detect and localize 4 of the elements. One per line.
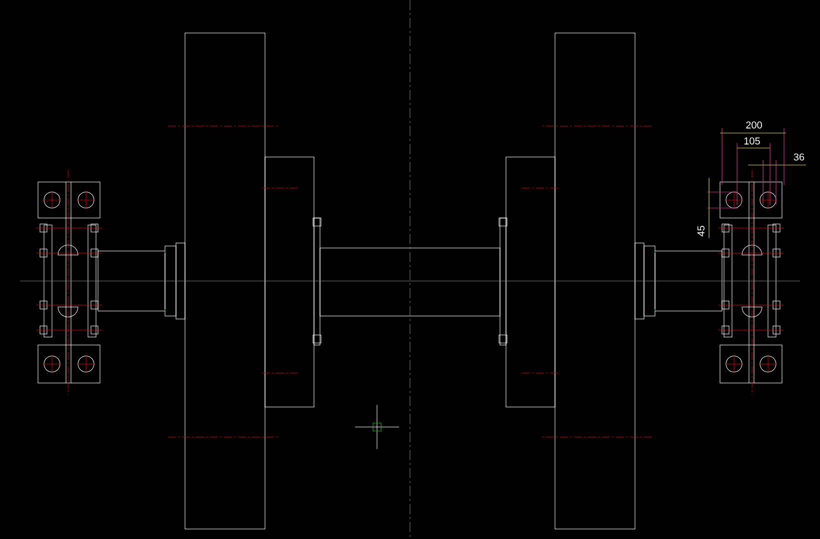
dimension-text: 45	[698, 226, 704, 236]
dimension-text: 200	[746, 121, 762, 129]
dimension-text: 105	[744, 137, 760, 145]
dimension-text: 36	[794, 153, 804, 161]
